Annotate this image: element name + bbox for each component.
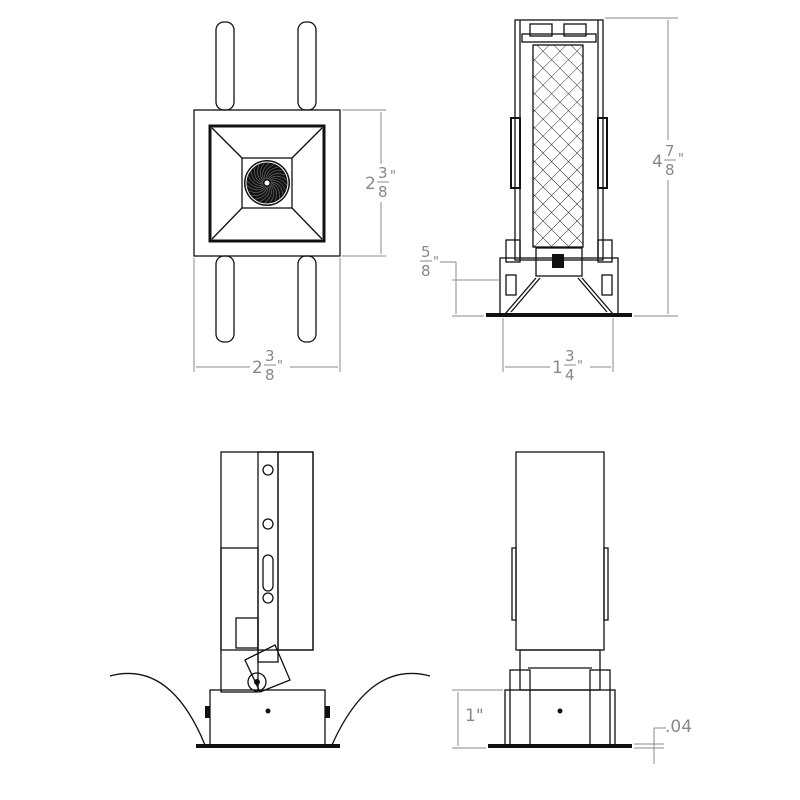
lens-swirl-line — [262, 162, 270, 181]
svg-text:": " — [678, 152, 684, 167]
lens-swirl-line — [257, 164, 264, 183]
svg-text:.04: .04 — [665, 717, 692, 737]
svg-text:3: 3 — [265, 347, 275, 365]
lens-swirl-line — [250, 171, 264, 185]
lens-swirl-line — [248, 175, 264, 186]
trim-outline — [193, 109, 341, 257]
aperture — [208, 124, 326, 243]
svg-text:8: 8 — [421, 262, 431, 280]
lens-swirl-line — [268, 175, 287, 181]
svg-text:": " — [577, 359, 583, 374]
dimension-housing-height: 1" — [452, 689, 503, 749]
svg-text:2: 2 — [252, 358, 263, 378]
svg-text:": " — [277, 359, 283, 374]
lens-swirl-line — [270, 181, 284, 195]
dimension-aperture-width: 1 3 4 " — [502, 318, 614, 384]
dimension-base-height: 5 8 " — [420, 243, 500, 317]
lens-swirl-line — [255, 186, 269, 200]
lens-swirl-line — [266, 170, 283, 180]
lens-swirl-line — [269, 184, 275, 203]
lens-swirl-line — [265, 166, 279, 180]
dimension-top-view-height: 2 3 8 " — [342, 109, 396, 257]
svg-text:4: 4 — [652, 152, 663, 172]
lens-swirl-line — [259, 163, 265, 182]
lens-swirl-line — [270, 180, 286, 191]
svg-text:5: 5 — [421, 243, 431, 261]
lens-swirl-line — [270, 182, 280, 199]
svg-text:": " — [390, 169, 396, 184]
lens-swirl-line — [248, 186, 267, 193]
lens-swirl-line — [264, 164, 275, 180]
svg-text:7: 7 — [665, 142, 675, 160]
lens-swirl-line — [269, 178, 288, 186]
lens-swirl-line — [251, 186, 268, 196]
svg-text:1": 1" — [465, 706, 484, 726]
svg-text:": " — [433, 255, 439, 270]
front-section-view: 4 7 8 " 5 8 " 1 3 4 " — [420, 17, 684, 384]
lens-swirl-line — [270, 183, 277, 202]
top-view: 2 3 8 " 2 3 8 " — [193, 21, 396, 384]
front-view: 1" .04 — [452, 451, 692, 764]
dim-label-whole: 2 — [365, 174, 376, 194]
svg-text:8: 8 — [378, 183, 388, 201]
lens-swirl-line — [246, 180, 265, 188]
lens-swirl-line — [259, 186, 270, 202]
svg-text:8: 8 — [265, 366, 275, 384]
lens-square — [241, 157, 293, 209]
lens-swirl-line — [267, 173, 286, 180]
svg-text:3: 3 — [378, 164, 388, 182]
dimension-overall-height: 4 7 8 " — [605, 17, 684, 317]
side-view — [109, 451, 431, 748]
lens-swirl-line — [254, 167, 264, 184]
svg-text:3: 3 — [565, 347, 575, 365]
svg-text:4: 4 — [565, 366, 575, 384]
dimension-flange-thickness: .04 — [634, 717, 692, 764]
led-lens-icon — [244, 160, 290, 206]
svg-text:1: 1 — [552, 358, 563, 378]
dimension-top-view-width: 2 3 8 " — [193, 258, 341, 384]
lens-swirl-line — [264, 185, 272, 204]
lens-swirl-line — [247, 185, 266, 191]
svg-text:8: 8 — [665, 161, 675, 179]
